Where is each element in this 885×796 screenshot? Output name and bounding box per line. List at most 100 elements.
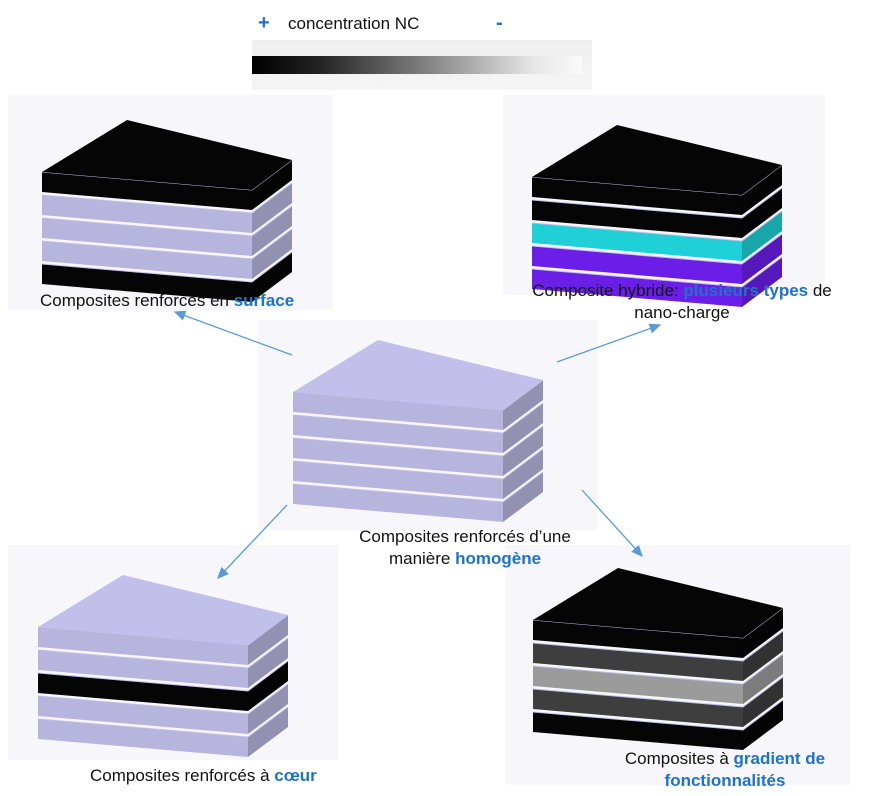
- homogeneous-layer-2-front: [293, 415, 503, 453]
- hybrid-top-face: [532, 125, 782, 195]
- core-layer-5-front: [38, 719, 248, 757]
- hybrid-layer-4-side: [742, 234, 782, 284]
- hybrid-layer-4-front: [532, 246, 742, 284]
- core-layer-5-side: [248, 707, 288, 757]
- surface-layer-5-front: [42, 264, 252, 302]
- arrow-to-hybrid: [556, 323, 662, 363]
- gradient-top-face: [533, 568, 783, 638]
- arrow-to-gradient: [581, 489, 643, 557]
- arrow-to-core: [217, 504, 288, 579]
- homogeneous-top-face: [293, 340, 543, 410]
- surface-layer-4-front: [42, 241, 252, 279]
- gradient-layer-5-edge: [532, 699, 784, 731]
- label-homogeneous: Composites renforcés d’une manière homog…: [320, 526, 610, 570]
- label-gradient-highlight: gradient de: [733, 749, 826, 768]
- label-homogeneous-highlight: homogène: [455, 549, 542, 568]
- core-layer-2-front: [38, 650, 248, 688]
- core-top-face: [38, 575, 288, 645]
- homogeneous-layer-5-edge: [292, 471, 544, 503]
- core-layer-2-side: [248, 638, 288, 688]
- core-layer-1-front: [38, 627, 248, 665]
- surface-layer-3-side: [252, 206, 292, 256]
- arrow-to-surface: [173, 310, 293, 356]
- hybrid-layer-3: [531, 210, 783, 261]
- gradient-layer-3-edge: [532, 653, 784, 685]
- hybrid-layer-1-front: [532, 177, 742, 215]
- gradient-layer-2-edge: [532, 630, 784, 662]
- core-layer-1-side: [248, 615, 288, 665]
- core-layer-4-front: [38, 696, 248, 734]
- gradient-layer-4-front: [533, 689, 743, 727]
- label-surface-prefix: Composites renforcés en: [40, 291, 234, 310]
- gradient-layer-4: [532, 676, 784, 727]
- gradient-layer-3: [532, 653, 784, 704]
- hybrid-layer-5-front: [532, 269, 742, 307]
- homogeneous-layer-2: [292, 402, 544, 453]
- homogeneous-layer-4: [292, 448, 544, 499]
- core-layer-5-edge: [37, 706, 289, 738]
- label-hybrid-line2: nano-charge: [634, 303, 730, 322]
- label-surface-highlight: surface: [233, 291, 295, 310]
- surface-layer-5-edge: [41, 251, 293, 283]
- gradient-layer-5-side: [743, 700, 783, 750]
- core-layer-3: [37, 660, 289, 711]
- core-layer-2-edge: [37, 637, 289, 669]
- label-hybrid-prefix: Composite hybride:: [532, 281, 684, 300]
- hybrid-layer-5: [531, 256, 783, 307]
- label-homogeneous-prefix: manière: [388, 549, 456, 568]
- hybrid-layer-3-edge: [531, 210, 783, 242]
- homogeneous-layer-2-side: [503, 403, 543, 453]
- hybrid-layer-4: [531, 233, 783, 284]
- surface-layer-2-edge: [41, 182, 293, 214]
- core-layer-2: [37, 637, 289, 688]
- surface-top-face: [42, 120, 292, 190]
- homogeneous-layer-3-side: [503, 426, 543, 476]
- gradient-layer-5-front: [533, 712, 743, 750]
- homogeneous-layer-2-edge: [292, 402, 544, 434]
- hybrid-layer-5-edge: [531, 256, 783, 288]
- surface-layer-2-front: [42, 195, 252, 233]
- gradient-layer-4-edge: [532, 676, 784, 708]
- surface-layer-4: [41, 228, 293, 279]
- surface-layer-3-edge: [41, 205, 293, 237]
- core-layer-5: [37, 706, 289, 757]
- gradient-layer-3-side: [743, 654, 783, 704]
- homogeneous-layer-3-edge: [292, 425, 544, 457]
- homogeneous-layer-5-side: [503, 472, 543, 522]
- hybrid-layer-2-side: [742, 188, 782, 238]
- homogeneous-layer-4-front: [293, 461, 503, 499]
- homogeneous-layer-5: [292, 471, 544, 522]
- hybrid-layer-3-side: [742, 211, 782, 261]
- surface-layer-3-front: [42, 218, 252, 256]
- surface-layer-5: [41, 251, 293, 302]
- label-surface: Composites renforcés en surface: [40, 290, 294, 312]
- gradient-layer-5: [532, 699, 784, 750]
- legend-title: concentration NC: [288, 14, 420, 33]
- gradient-layer-4-side: [743, 677, 783, 727]
- gradient-layer-2: [532, 630, 784, 681]
- label-hybrid: Composite hybride: plusieurs types de na…: [512, 280, 852, 324]
- homogeneous-layer-3: [292, 425, 544, 476]
- surface-layer-2-side: [252, 183, 292, 233]
- hybrid-layer-2: [531, 187, 783, 238]
- surface-layer-3: [41, 205, 293, 256]
- hybrid-layer-4-edge: [531, 233, 783, 265]
- hybrid-layer-3-front: [532, 223, 742, 261]
- surface-layer-2: [41, 182, 293, 233]
- label-homogeneous-line1: Composites renforcés d’une: [359, 527, 571, 546]
- core-layer-4-side: [248, 684, 288, 734]
- label-gradient: Composites à gradient de fonctionnalités: [590, 748, 860, 792]
- core-layer-4-edge: [37, 683, 289, 715]
- homogeneous-layer-3-front: [293, 438, 503, 476]
- surface-layer-1-side: [252, 160, 292, 210]
- homogeneous-layer-4-edge: [292, 448, 544, 480]
- surface-layer-5-side: [252, 252, 292, 302]
- homogeneous-layer-5-front: [293, 484, 503, 522]
- legend-plus-sign: +: [258, 12, 270, 34]
- core-layer-3-edge: [37, 660, 289, 692]
- label-core-highlight: cœur: [274, 766, 317, 785]
